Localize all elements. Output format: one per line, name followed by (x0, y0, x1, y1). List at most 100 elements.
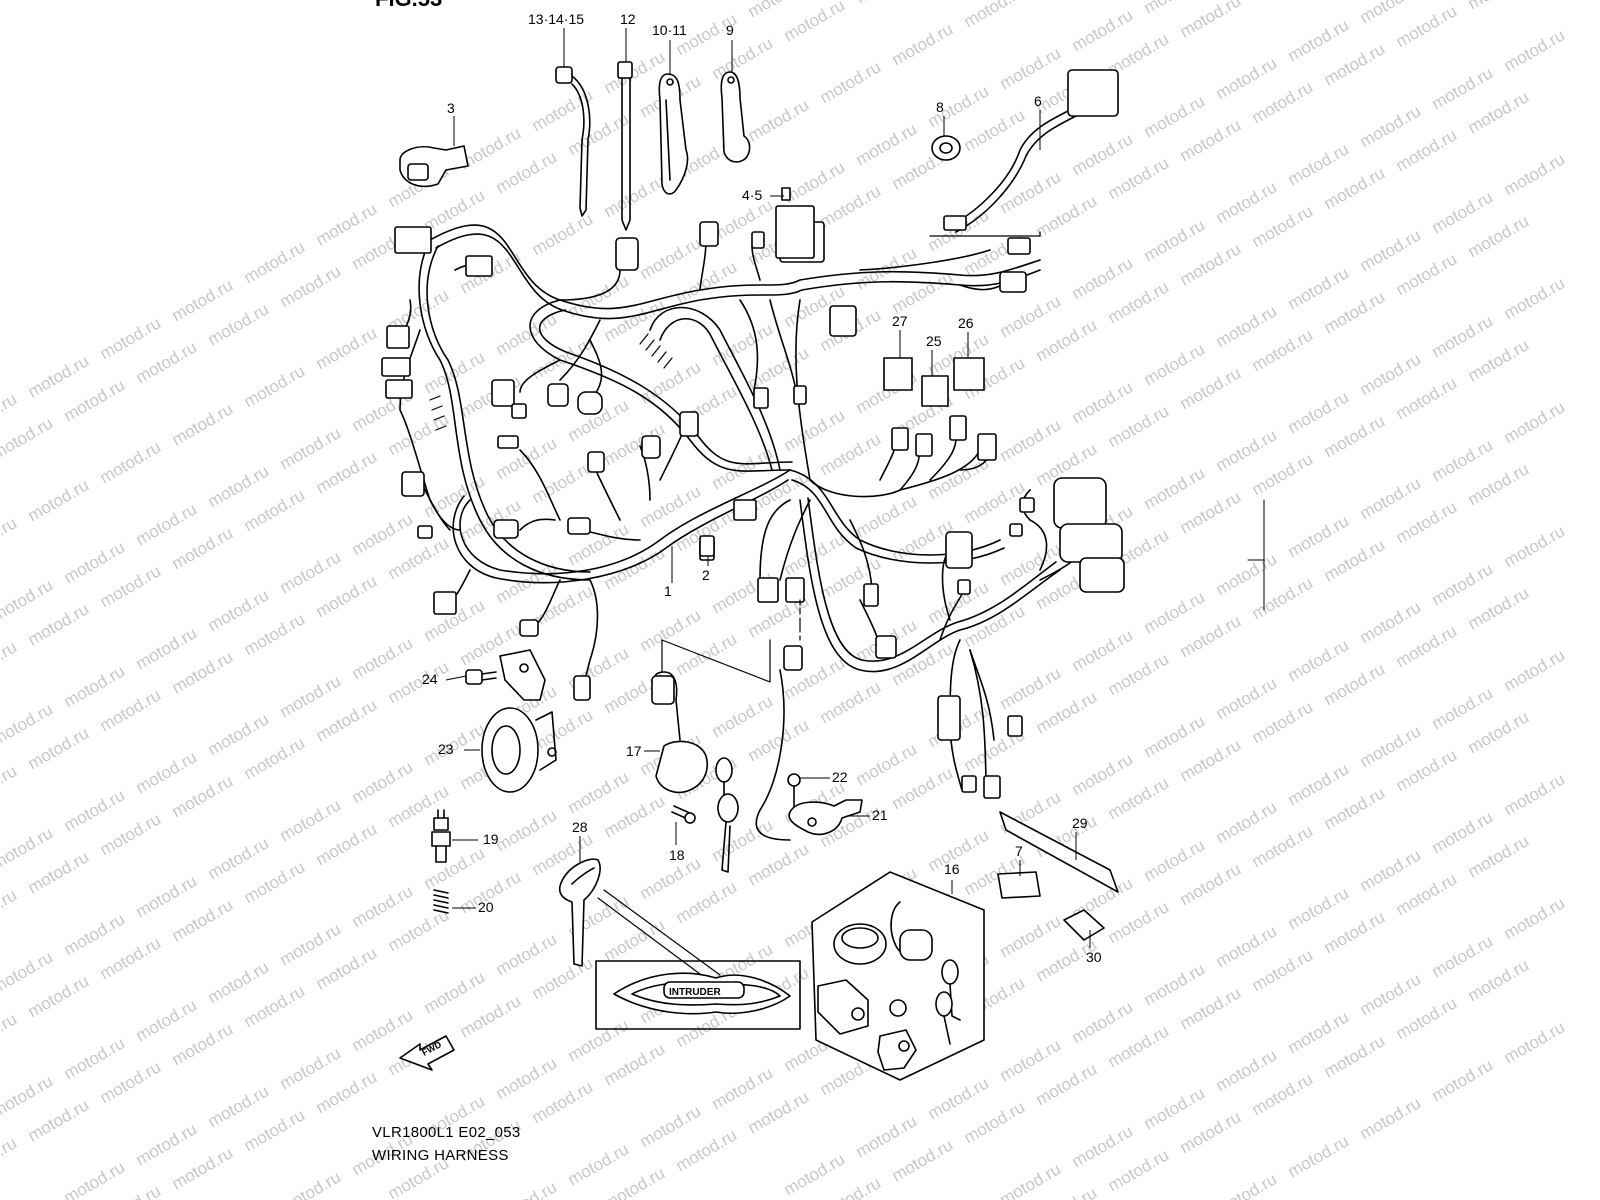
watermark: motod.ru (1249, 573, 1317, 623)
watermark: motod.ru (1429, 931, 1497, 981)
watermark: motod.ru (169, 275, 237, 325)
watermark: motod.ru (61, 537, 129, 587)
watermark: motod.ru (97, 313, 165, 363)
callout-label: 23 (438, 741, 454, 757)
watermark: motod.ru (817, 57, 885, 107)
watermark: motod.ru (1213, 425, 1281, 475)
watermark: motod.ru (1501, 645, 1569, 695)
callout-label: 4·5 (742, 187, 762, 203)
watermark: motod.ru (601, 915, 669, 965)
watermark: motod.ru (97, 561, 165, 611)
watermark: motod.ru (1429, 1055, 1497, 1105)
watermark: motod.ru (1285, 1131, 1353, 1181)
watermark: motod.ru (25, 475, 93, 525)
watermark: motod.ru (313, 1067, 381, 1117)
callout-label: 13·14·15 (528, 11, 584, 27)
watermark: motod.ru (601, 1039, 669, 1089)
watermark: motod.ru (1249, 77, 1317, 127)
watermark: motod.ru (1285, 139, 1353, 189)
watermark: motod.ru (349, 509, 417, 559)
lock-set-part-16 (811, 871, 985, 1081)
watermark: motod.ru (601, 295, 669, 345)
watermark: motod.ru (97, 437, 165, 487)
watermark: motod.ru (1357, 597, 1425, 647)
watermark: motod.ru (1321, 907, 1389, 957)
watermark: motod.ru (1501, 273, 1569, 323)
watermark: motod.ru (1285, 387, 1353, 437)
watermark: motod.ru (277, 1043, 345, 1093)
watermark: motod.ru (1357, 473, 1425, 523)
watermark: motod.ru (205, 461, 273, 511)
watermark: motod.ru (1501, 397, 1569, 447)
callout-label: 21 (872, 807, 888, 823)
watermark: motod.ru (349, 757, 417, 807)
connector-part-2 (699, 535, 715, 557)
watermark: motod.ru (997, 291, 1065, 341)
watermark: motod.ru (1213, 1045, 1281, 1095)
callout-label: 2 (702, 567, 710, 583)
watermark: motod.ru (637, 481, 705, 531)
watermark: motod.ru (1357, 721, 1425, 771)
watermark: motod.ru (97, 933, 165, 983)
watermark: motod.ru (25, 847, 93, 897)
watermark: motod.ru (1465, 211, 1533, 261)
watermark: motod.ru (673, 877, 741, 927)
watermark: motod.ru (601, 791, 669, 841)
watermark: motod.ru (0, 823, 56, 873)
emblem-text: INTRUDER (669, 987, 721, 998)
watermark: motod.ru (61, 661, 129, 711)
watermark: motod.ru (1357, 1093, 1425, 1143)
watermark: motod.ru (1501, 25, 1569, 75)
watermark: motod.ru (673, 629, 741, 679)
watermark: motod.ru (997, 1159, 1065, 1200)
watermark: motod.ru (493, 1177, 561, 1200)
watermark: motod.ru (1105, 277, 1173, 327)
watermark: motod.ru (1069, 625, 1137, 675)
watermark: motod.ru (1141, 339, 1209, 389)
watermark: motod.ru (1393, 869, 1461, 919)
watermark: motod.ru (673, 257, 741, 307)
watermark: motod.ru (385, 905, 453, 955)
watermark: motod.ru (781, 0, 849, 45)
watermark: motod.ru (169, 647, 237, 697)
watermark: motod.ru (277, 919, 345, 969)
model-code: VLR1800L1 E02_053 (372, 1124, 521, 1141)
watermark: motod.ru (61, 1157, 129, 1200)
watermark: motod.ru (1177, 983, 1245, 1033)
watermark: motod.ru (1321, 411, 1389, 461)
watermark: motod.ru (241, 361, 309, 411)
watermark: motod.ru (1177, 115, 1245, 165)
watermark: motod.ru (313, 323, 381, 373)
watermark: motod.ru (997, 43, 1065, 93)
watermark: motod.ru (1321, 287, 1389, 337)
watermark: motod.ru (1429, 807, 1497, 857)
watermark: motod.ru (241, 981, 309, 1031)
watermark: motod.ru (61, 909, 129, 959)
fuse-box-part-4-5 (775, 187, 815, 259)
watermark: motod.ru (565, 767, 633, 817)
watermark: motod.ru (817, 181, 885, 231)
watermark: motod.ru (1249, 325, 1317, 375)
watermark: motod.ru (169, 399, 237, 449)
watermark: motod.ru (1177, 611, 1245, 661)
watermark: motod.ru (61, 1033, 129, 1083)
watermark: motod.ru (529, 209, 597, 259)
watermark: motod.ru (601, 1163, 669, 1200)
watermark: motod.ru (421, 967, 489, 1017)
watermark: motod.ru (493, 147, 561, 197)
watermark: motod.ru (457, 991, 525, 1041)
watermark: motod.ru (529, 85, 597, 135)
watermark: motod.ru (421, 719, 489, 769)
watermark: motod.ru (1105, 1021, 1173, 1071)
callout-label: 26 (958, 315, 974, 331)
horn-part-23 (481, 707, 557, 793)
watermark: motod.ru (1249, 449, 1317, 499)
clamp-10-11 (658, 73, 689, 195)
watermark: motod.ru (97, 685, 165, 735)
cable-tie-13-15 (555, 66, 591, 217)
watermark: motod.ru (493, 309, 561, 359)
watermark: motod.ru (1105, 401, 1173, 451)
watermark: motod.ru (241, 485, 309, 535)
watermark: motod.ru (961, 477, 1029, 527)
